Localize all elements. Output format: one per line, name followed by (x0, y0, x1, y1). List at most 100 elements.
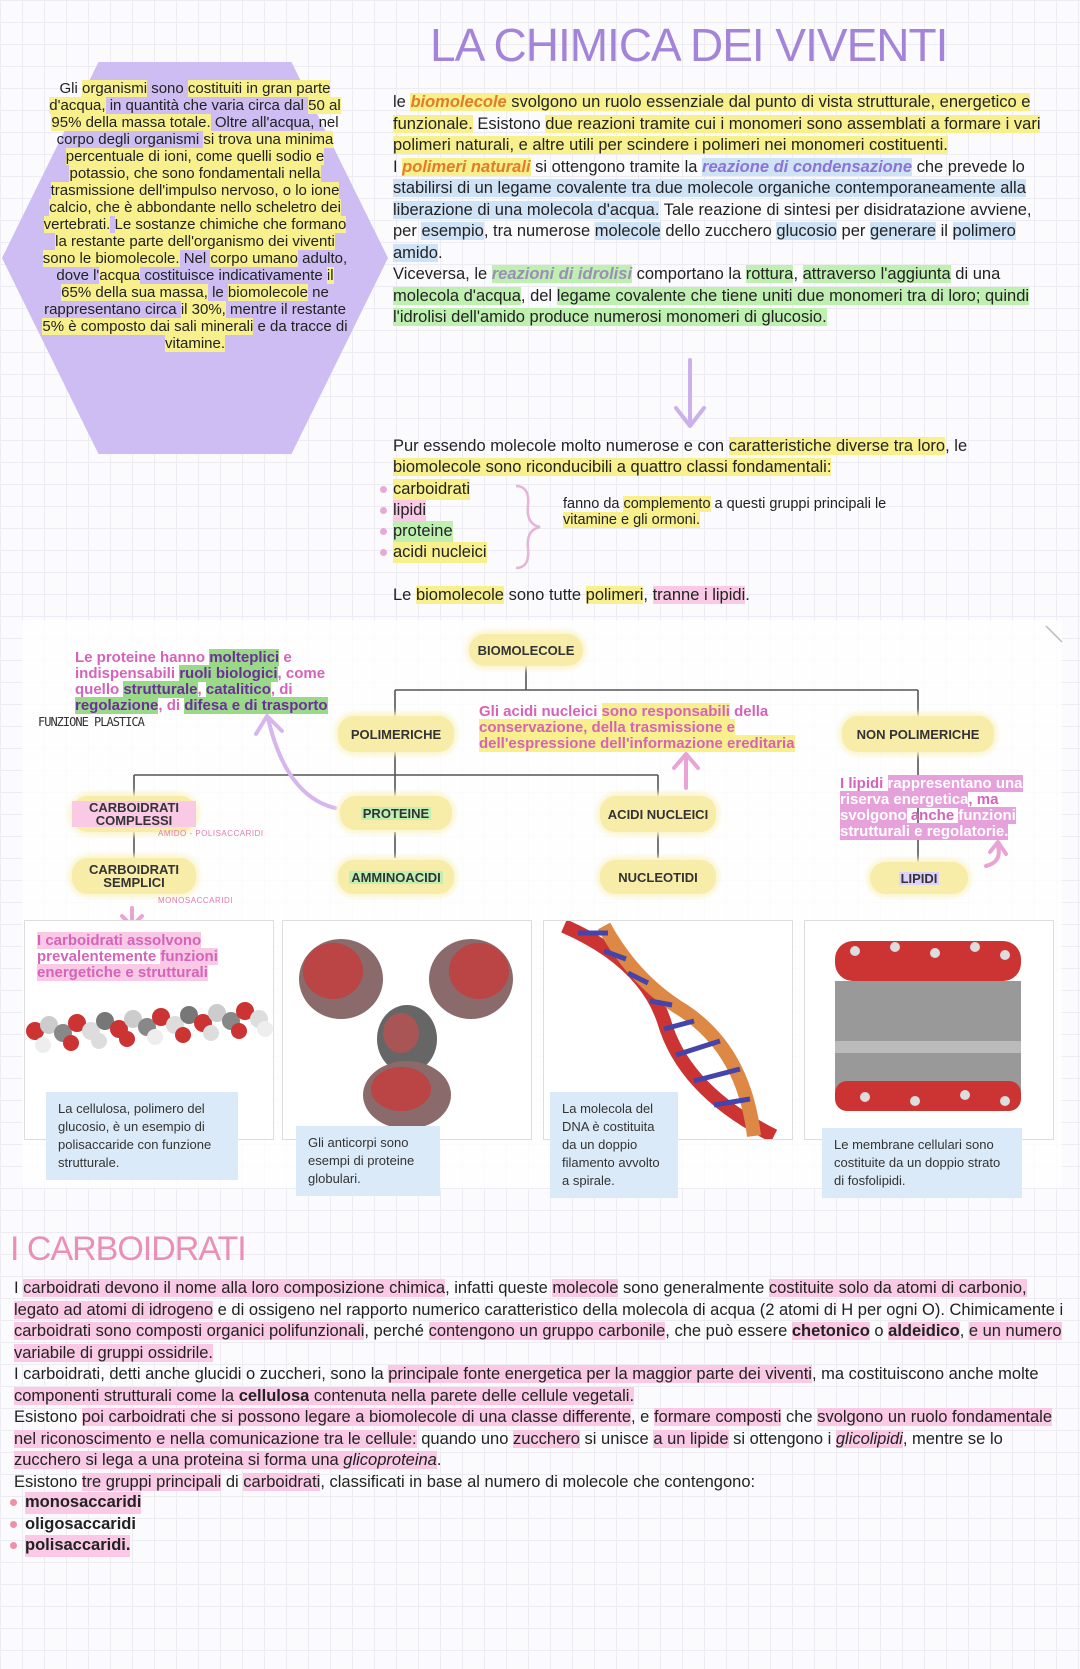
hex-text-part: corpo umano (210, 250, 298, 267)
note-part: Le proteine hanno (75, 649, 210, 666)
list-item-label: monosaccaridi (25, 1492, 142, 1514)
arrow-down-icon (674, 358, 706, 428)
complement-part: complemento (623, 496, 711, 512)
carb-part: Esistono (14, 1408, 82, 1426)
polymers-part: biomolecole (415, 586, 504, 604)
carb-part: zucchero si lega a una proteina si forma… (14, 1451, 344, 1469)
intro-part: reazione di condensazione (702, 157, 913, 176)
node-carboidrati-complessi: CARBOIDRATI COMPLESSI (72, 796, 196, 832)
polymers-part: , (643, 586, 653, 604)
node-nucleotidi: NUCLEOTIDI (600, 860, 716, 894)
hex-text-part: Oltre all'acqua, nel corpo degli organis… (56, 114, 339, 148)
bullet-icon (10, 1499, 17, 1507)
classes-part: biomolecole sono riconducibili a quattro… (393, 458, 832, 476)
node-proteine: PROTEINE (340, 796, 452, 830)
bullet-icon (380, 507, 387, 514)
carb-part: molecole (552, 1279, 619, 1297)
hex-text-part: in quantità che varia circa dal (105, 97, 309, 114)
intro-part: molecole (594, 222, 661, 240)
carb-part: tre gruppi principali (81, 1472, 222, 1491)
intro-part: glucosio (776, 222, 837, 240)
note-part: e regolatorie. (910, 823, 1009, 840)
hex-text-part: Gli (59, 80, 82, 97)
panel-membrane (804, 920, 1054, 1140)
node-label: LIPIDI (898, 870, 940, 886)
hex-text-part: vitamine. (164, 335, 226, 352)
note-part: , di (158, 697, 185, 714)
node-carboidrati-semplici: CARBOIDRATI SEMPLICI (72, 858, 196, 894)
dna-helix-icon (561, 919, 778, 1143)
complement-part: fanno da (563, 496, 624, 512)
carb-part: , mentre se lo (902, 1429, 1003, 1448)
polymers-part: polimeri (585, 586, 644, 604)
carb-part: sono generalmente (618, 1279, 769, 1297)
note-monosaccaridi: MONOSACCARIDI (158, 896, 233, 905)
note-part: funzioni (160, 948, 218, 965)
note-part: I carboidrati assolvono (37, 932, 202, 949)
node-lipidi: LIPIDI (870, 862, 968, 894)
hex-text-part: e da tracce di (253, 318, 348, 335)
polymers-note: Le biomolecole sono tutte polimeri, tran… (393, 586, 750, 605)
carb-part: , e (631, 1408, 654, 1426)
node-label: POLIMERICHE (350, 726, 442, 742)
note-part: energetiche e strutturali (37, 964, 208, 981)
carb-part: di (221, 1472, 244, 1491)
carb-part: si ottengono i (728, 1429, 836, 1448)
carb-part: , che può essere (665, 1322, 792, 1340)
node-biomolecole: BIOMOLECOLE (469, 634, 583, 666)
carb-part: a un lipide (653, 1429, 729, 1448)
intro-block-3: Viceversa, le reazioni di idrolisi compo… (393, 264, 1043, 329)
list-item: proteine (380, 521, 487, 542)
intro-part: esempio (421, 222, 484, 240)
list-item-label: polisaccaridi. (25, 1535, 131, 1557)
carb-part: contengono un gruppo carbonile (428, 1322, 666, 1340)
carb-part: o (869, 1322, 889, 1340)
carb-part: contenuta nella parete delle cellule veg… (309, 1386, 635, 1405)
complement-note: fanno da complemento a questi gruppi pri… (563, 496, 943, 528)
note-part: svolgono (840, 807, 907, 824)
intro-part: che prevede lo (912, 157, 1025, 176)
polymers-part: Le (393, 586, 416, 604)
carb-part: I (14, 1279, 24, 1297)
antibody-icon (299, 939, 513, 1129)
hex-text-part: Nel (179, 250, 211, 267)
intro-part: le (393, 93, 411, 111)
carboidrati-paragraph: I carboidrati devono il nome alla loro c… (14, 1278, 1064, 1493)
hex-text-part: sono (147, 80, 188, 97)
note-part: , di (270, 681, 293, 698)
classes-paragraph: Pur essendo molecole molto numerose e co… (393, 436, 1043, 478)
carb-part: si unisce (579, 1429, 654, 1448)
carb-block-3: Esistono poi carboidrati che si possono … (14, 1407, 1064, 1472)
complement-part: a questi gruppi principali le (710, 496, 887, 512)
list-item: acidi nucleici (380, 542, 487, 563)
list-item: monosaccaridi (10, 1492, 142, 1514)
polymers-part: sono tutte (504, 586, 586, 604)
node-label: CARBOIDRATI SEMPLICI (88, 862, 180, 890)
carb-part: , (959, 1322, 969, 1340)
proteine-note: Le proteine hanno molteplici e indispens… (75, 649, 355, 714)
note-part: della (729, 703, 769, 720)
acidi-nucleici-note: Gli acidi nucleici sono responsabili del… (479, 703, 829, 752)
carboidrati-list: monosaccaridi oligosaccaridi polisaccari… (10, 1492, 142, 1557)
note-amido: AMIDO - POLISACCARIDI (158, 829, 264, 838)
intro-part: molecola d'acqua (393, 286, 521, 305)
hex-text-part: adulto, dove l' (56, 250, 348, 284)
intro-part: si ottengono tramite la (530, 157, 703, 176)
intro-block-1: le biomolecole svolgono un ruolo essenzi… (393, 92, 1043, 157)
polymers-part: tranne i lipidi (652, 586, 746, 604)
carboidrati-note: I carboidrati assolvono prevalentemente … (37, 932, 257, 981)
classes-part: Pur essendo molecole molto numerose e co… (393, 437, 729, 455)
page-title: LA CHIMICA DEI VIVENTI (430, 19, 948, 71)
carb-part: , ma costituiscono anche molte (811, 1365, 1039, 1383)
carb-part: quando uno (416, 1429, 513, 1448)
hex-text-part: ne rappresentano circa (44, 284, 329, 318)
bullet-icon (380, 549, 387, 556)
note-part: Gli acidi nucleici (479, 703, 602, 720)
list-item-label: oligosaccaridi (25, 1514, 136, 1533)
panel-anticorpi (282, 920, 532, 1140)
carb-part: , infatti queste (445, 1279, 553, 1297)
carb-part: e di ossigeno nel rapporto numerico cara… (213, 1300, 1064, 1319)
carb-part: componenti strutturali come la (14, 1386, 239, 1405)
carb-part: cellulosa (238, 1386, 310, 1405)
intro-part: polimeri naturali (402, 157, 531, 176)
